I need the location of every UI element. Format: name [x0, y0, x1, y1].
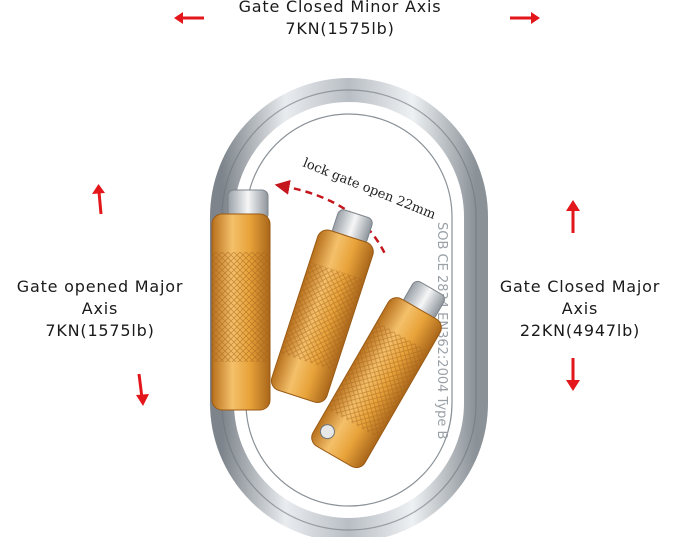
- spine-engraving: SOB CE 2834 EN362:2004 Type B: [434, 222, 449, 439]
- gate-open-major-axis-title: Gate opened Major Axis: [16, 277, 184, 318]
- gate-open-major-axis-label: Gate opened Major Axis 7KN(1575lb): [0, 276, 200, 342]
- gate-open-major-axis-value: 7KN(1575lb): [45, 321, 155, 340]
- arrow-right-icon: [510, 12, 540, 24]
- gate-open-arc: [274, 179, 388, 257]
- gate-closed-major-axis-title: Gate Closed Major Axis: [499, 277, 661, 318]
- gate-closed-major-axis-value: 22KN(4947lb): [519, 321, 641, 340]
- arrow-left-icon: [174, 12, 204, 24]
- arrow-down-right-icon: [566, 358, 580, 391]
- minor-axis-label: Gate Closed Minor Axis 7KN(1575lb): [190, 0, 490, 40]
- gate-closed: [211, 189, 271, 411]
- gate-closed-major-axis-label: Gate Closed Major Axis 22KN(4947lb): [480, 276, 679, 342]
- gate-intermediate: [270, 209, 374, 403]
- gate-open: [311, 280, 445, 469]
- minor-axis-value: 7KN(1575lb): [285, 19, 395, 38]
- arrow-up-icon: [92, 184, 105, 215]
- arrow-down-icon: [136, 373, 149, 406]
- arrow-up-right-icon: [566, 200, 580, 233]
- minor-axis-title: Gate Closed Minor Axis: [238, 0, 442, 16]
